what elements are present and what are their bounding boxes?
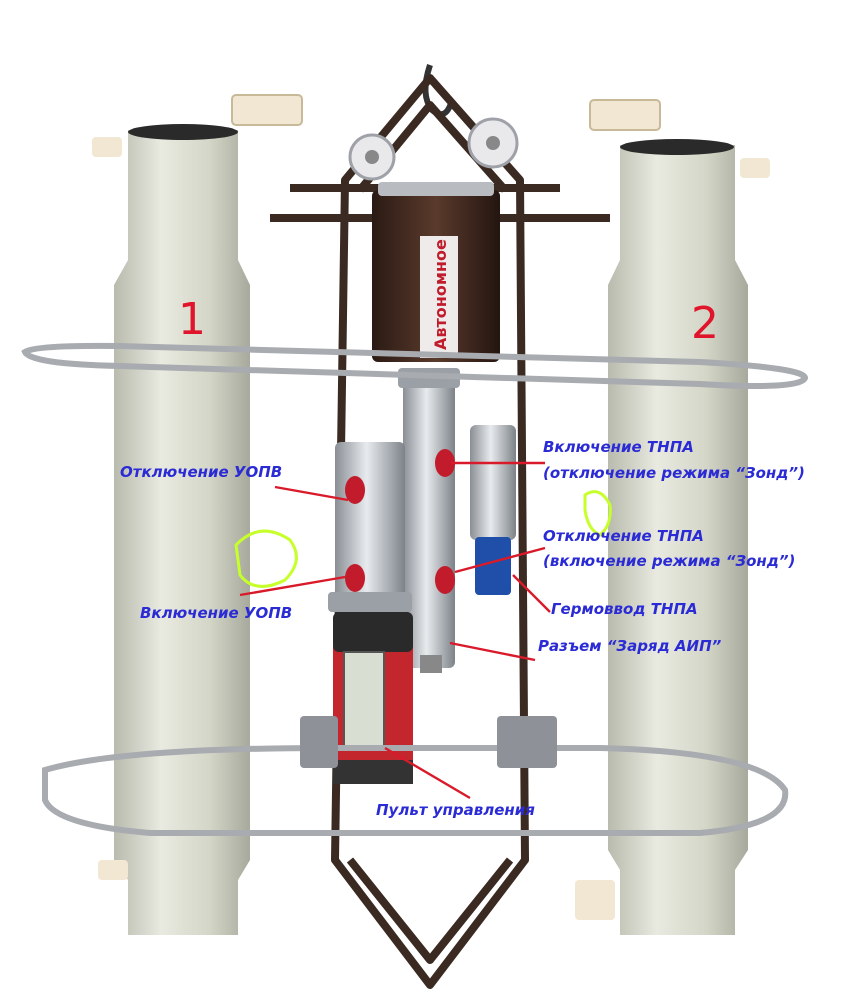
pointer-charge xyxy=(449,641,536,662)
pointer-germovvod xyxy=(512,574,551,613)
label-uopv-off: Отключение УОПВ xyxy=(120,463,283,481)
pointer-tnpa-off xyxy=(454,546,546,574)
label-tnpa-off-line2: (включение режима “Зонд”) xyxy=(543,552,796,570)
cylinder-right xyxy=(575,99,770,935)
label-control-panel: Пульт управления xyxy=(376,801,535,819)
pointer-uopv-off xyxy=(274,485,349,502)
label-tnpa-off-line1: Отключение ТНПА xyxy=(543,527,704,545)
cylinder-left xyxy=(92,94,303,935)
guard-rails xyxy=(21,342,809,836)
steel-tubes xyxy=(328,368,516,673)
control-panel-device xyxy=(333,612,413,784)
rollers xyxy=(348,117,519,181)
pointer-control-panel xyxy=(384,746,471,800)
green-cables xyxy=(234,490,612,588)
pointer-lines xyxy=(239,461,551,800)
cylinder-number-left: 1 xyxy=(178,294,206,345)
cylinder-number-right: 2 xyxy=(691,298,719,349)
label-germovvod: Гермоввод ТНПА xyxy=(551,600,698,618)
label-uopv-on: Включение УОПВ xyxy=(140,604,293,622)
pointer-uopv-on xyxy=(239,575,346,597)
label-tnpa-on-line1: Включение ТНПА xyxy=(543,438,694,456)
vessel: Автономное xyxy=(372,182,500,362)
label-charge-connector: Разъем “Заряд АИП” xyxy=(538,637,722,655)
vessel-label: Автономное xyxy=(431,239,450,350)
side-clamps xyxy=(300,716,557,768)
label-tnpa-on-line2: (отключение режима “Зонд”) xyxy=(543,464,805,482)
